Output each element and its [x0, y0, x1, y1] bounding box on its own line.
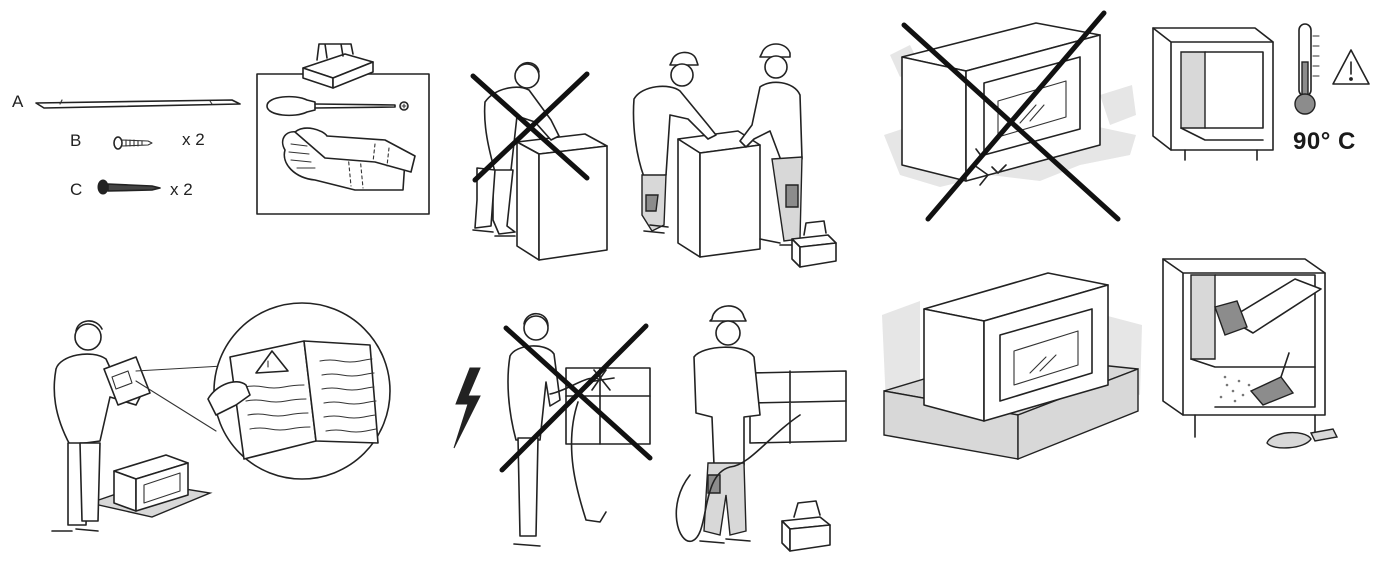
two-person-lift: [620, 35, 845, 275]
single-person-lift-prohibited: [455, 50, 625, 265]
part-a-label: A: [12, 92, 24, 111]
lightning-bolt-icon: [453, 367, 481, 449]
toolbox-icon: [781, 500, 831, 552]
oven-on-hard-floor-prohibited: [880, 5, 1140, 225]
warning-triangle-icon: [1332, 49, 1370, 85]
untrained-electrical-prohibited: [450, 300, 660, 555]
oven-on-soft-surface: [880, 255, 1145, 465]
part-c-quantity: x 2: [170, 180, 193, 199]
qualified-electrician: [670, 295, 860, 557]
mounting-rail-icon: [35, 99, 241, 109]
parts-list: A B C x 2 x 2: [0, 0, 250, 230]
person-figure: [507, 312, 615, 547]
part-b-label: B: [70, 131, 82, 150]
cabinet-icon: [1152, 27, 1274, 161]
oven-on-pallet-icon: [87, 454, 213, 518]
screwdriver-icon: [266, 95, 409, 117]
worker-right-figure: [739, 43, 803, 246]
thermometer-icon: [1294, 23, 1320, 115]
part-c-label: C: [70, 180, 83, 199]
short-screw-icon: [113, 136, 153, 150]
cabinet-cutout-cleanup: [1155, 245, 1345, 460]
gloves-icon: [281, 127, 416, 191]
saw-icon: [1214, 278, 1322, 336]
dustpan-brush-icon: [1219, 352, 1295, 406]
parts-drawing: [35, 99, 241, 195]
part-b-quantity: x 2: [182, 130, 205, 149]
long-screw-icon: [97, 179, 161, 195]
tools-panel: [255, 40, 435, 220]
person-reading-figure: [51, 320, 151, 532]
temperature-label: 90° C: [1293, 128, 1356, 155]
read-manual-panel: [40, 245, 391, 545]
cabinet-heat-resistance: 90° C: [1145, 10, 1385, 180]
toolbox-icon: [302, 43, 374, 89]
toolbox-icon: [791, 220, 837, 268]
manual-magnifier-icon: [207, 302, 391, 480]
worker-left-figure: [632, 51, 717, 234]
